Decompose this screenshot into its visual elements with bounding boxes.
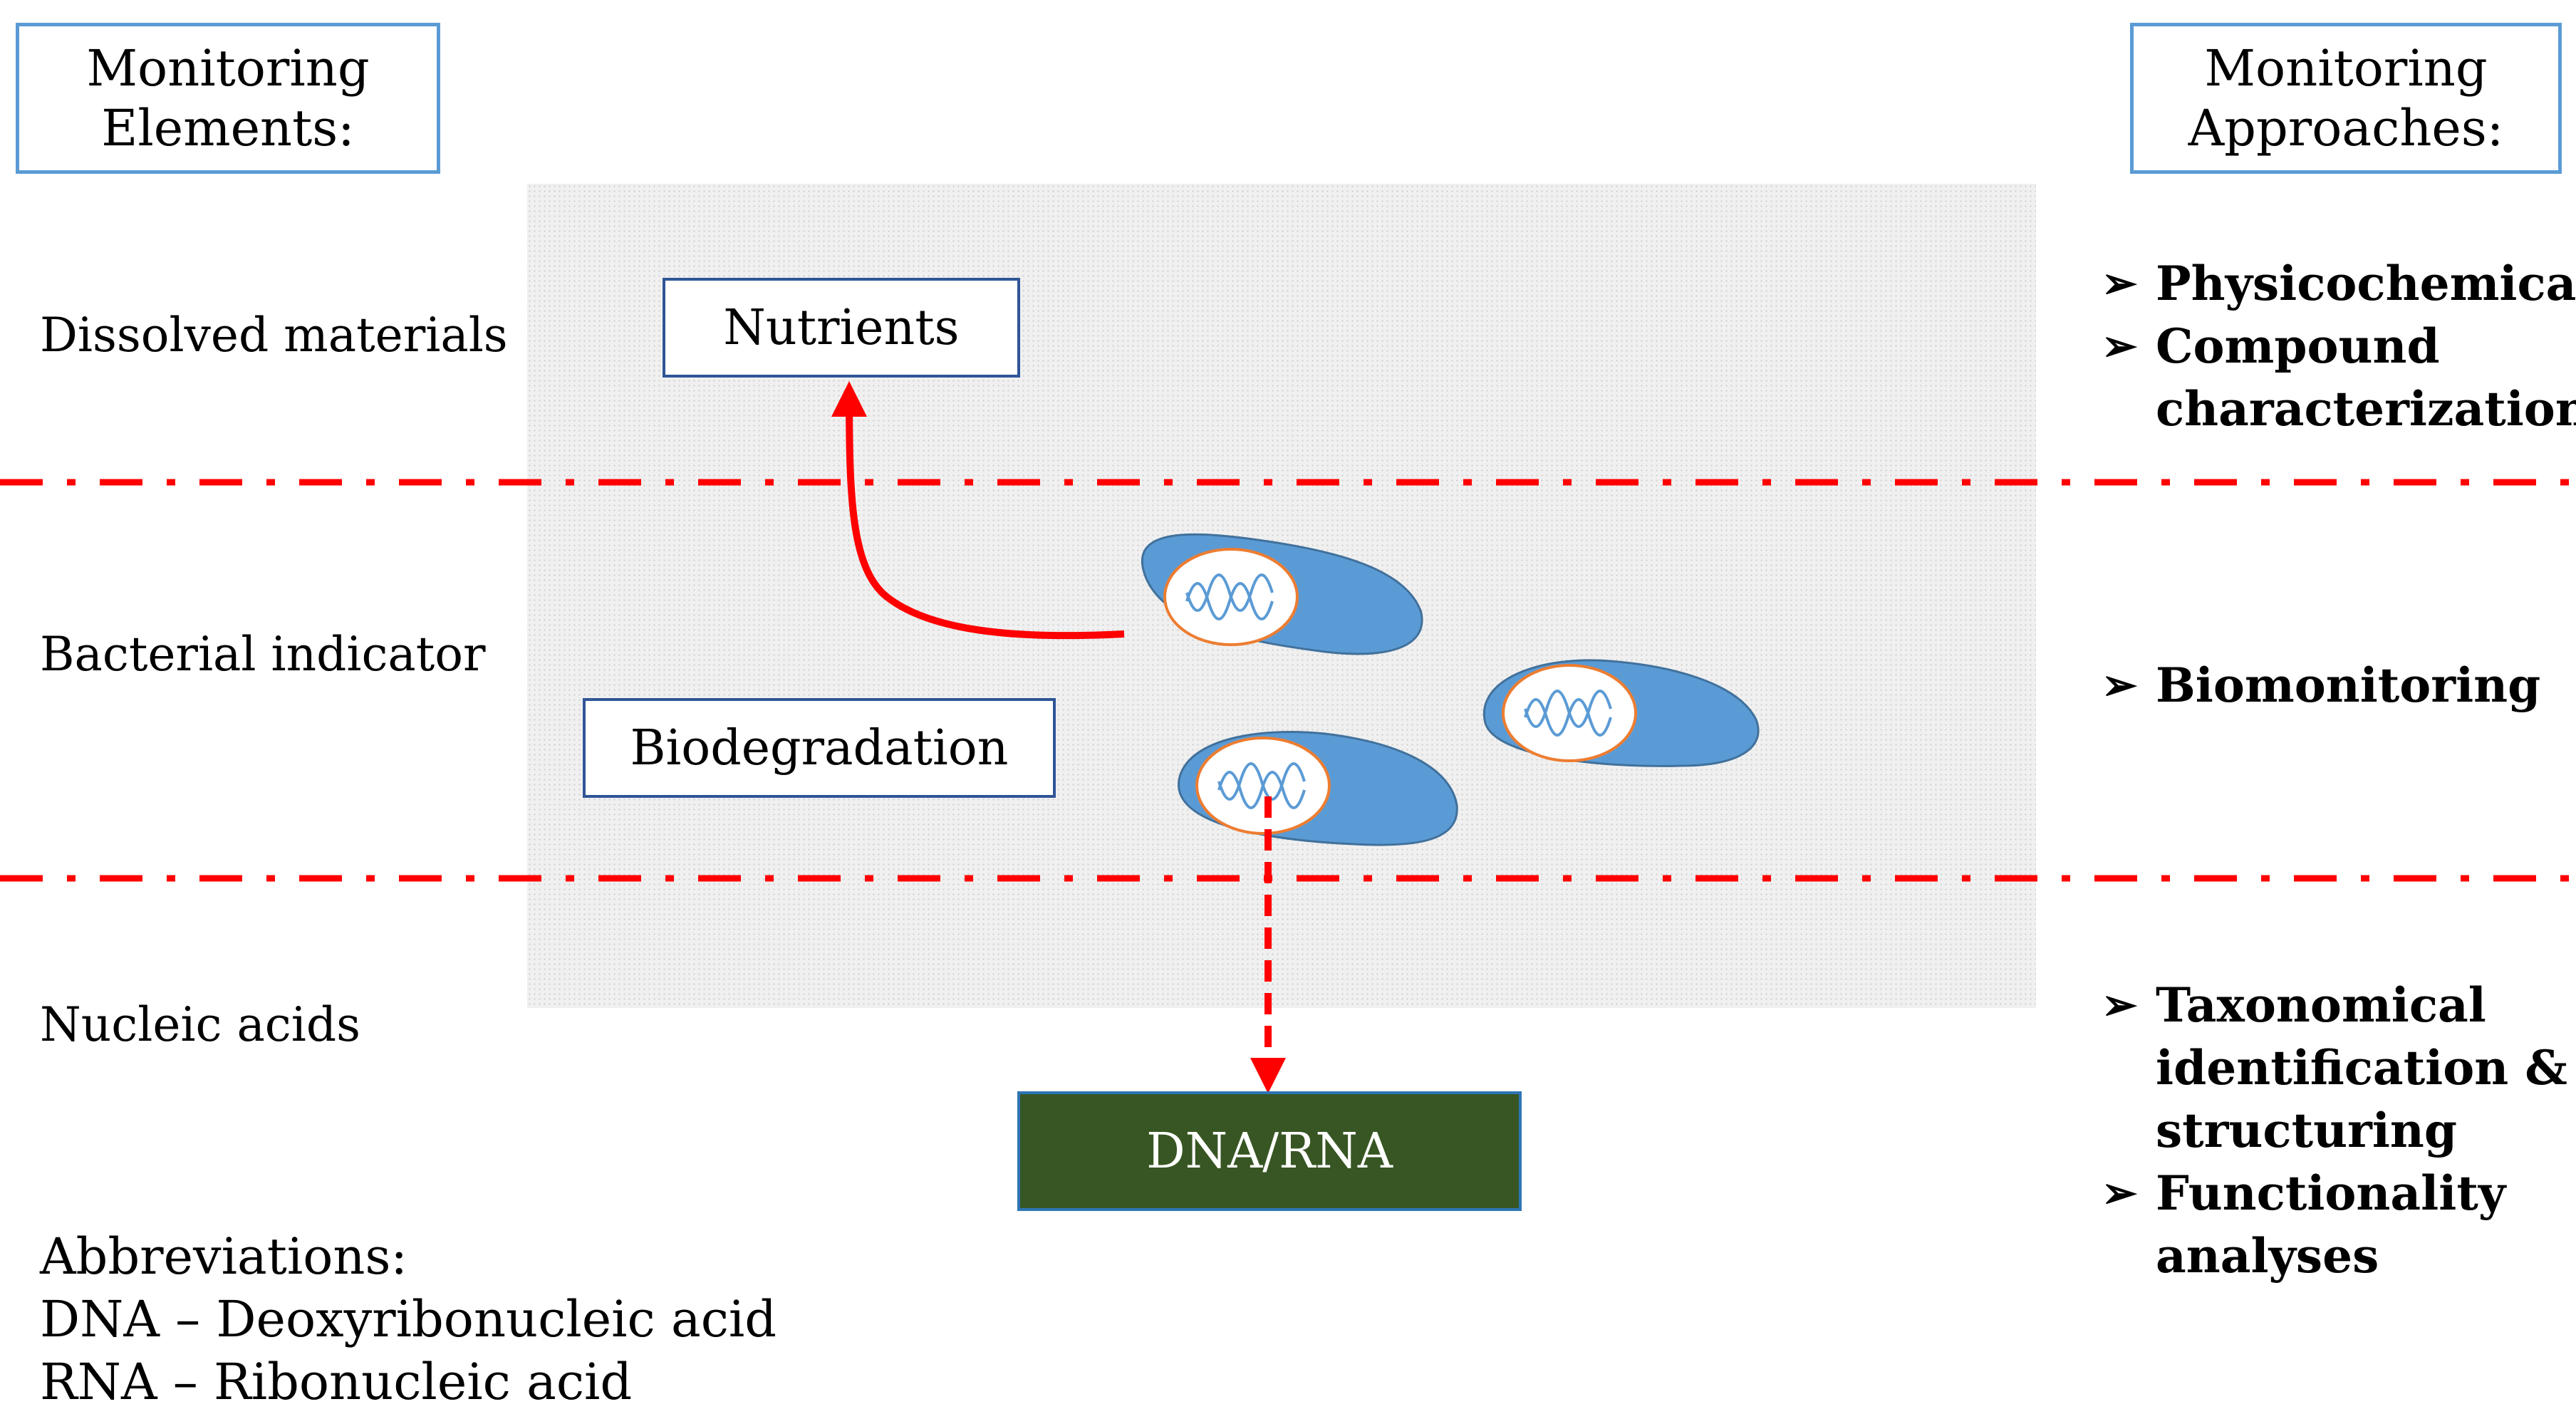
approach-text: Biomonitoring [2156,657,2541,713]
arrow-bullet-icon: ➢ [2102,1168,2138,1218]
dna-rna-label: DNA/RNA [1146,1123,1393,1180]
approach-text: identification & [2156,1040,2567,1096]
approaches-group-dissolved: ➢ Physicochemical ➢ Compound characteriz… [2102,252,2576,440]
monitoring-approaches-header: Monitoring Approaches: [2130,23,2562,174]
approach-item-functionality: ➢ Functionality analyses [2102,1162,2567,1287]
approach-text: Functionality [2156,1165,2506,1221]
bacterium-cell-2 [1482,659,1760,767]
monitoring-elements-line-1: Monitoring [86,39,370,98]
approaches-group-nucleic: ➢ Taxonomical identification & structuri… [2102,974,2567,1287]
monitoring-approaches-line-2: Approaches: [2188,99,2504,157]
approach-item-biomonitoring: ➢ Biomonitoring [2102,654,2540,717]
row-label-bacterial-indicator: Bacterial indicator [40,627,486,682]
nutrients-box: Nutrients [663,278,1020,378]
approaches-group-bacterial: ➢ Biomonitoring [2102,654,2540,717]
biodegradation-box: Biodegradation [583,698,1056,798]
monitoring-elements-line-2: Elements: [101,99,355,157]
environment-panel [527,184,2036,1008]
bacterium-cell-3 [1178,731,1458,846]
approach-text: Taxonomical [2156,977,2486,1033]
bacterium-cell-1 [1141,533,1423,655]
nutrients-label: Nutrients [723,299,960,356]
arrow-bullet-icon: ➢ [2102,660,2138,710]
approach-text: Compound [2156,318,2440,374]
abbreviation-dna: DNA – Deoxyribonucleic acid [40,1290,777,1348]
row-label-dissolved-materials: Dissolved materials [40,308,508,363]
arrow-bullet-icon: ➢ [2102,321,2138,371]
biodegradation-label: Biodegradation [630,719,1009,776]
abbreviation-rna: RNA – Ribonucleic acid [40,1353,633,1411]
approach-text: Physicochemical [2156,256,2576,311]
row-label-nucleic-acids: Nucleic acids [40,997,360,1052]
arrow-bullet-icon: ➢ [2102,259,2138,308]
monitoring-approaches-line-1: Monitoring [2204,39,2488,98]
arrow-to-nutrients [831,381,1125,640]
approach-text: analyses [2156,1228,2379,1284]
abbreviations-block: Abbreviations: DNA – Deoxyribonucleic ac… [40,1225,777,1413]
approach-text: structuring [2156,1103,2458,1158]
approach-item-taxonomical: ➢ Taxonomical identification & structuri… [2102,974,2567,1162]
arrow-bullet-icon: ➢ [2102,980,2138,1030]
approach-text: characterization [2156,381,2576,437]
dna-rna-box: DNA/RNA [1017,1091,1522,1211]
approach-item-compound-characterization: ➢ Compound characterization [2102,315,2576,440]
approach-item-physicochemical: ➢ Physicochemical [2102,252,2576,315]
abbreviations-title: Abbreviations: [40,1227,407,1286]
monitoring-elements-header: Monitoring Elements: [16,23,440,174]
